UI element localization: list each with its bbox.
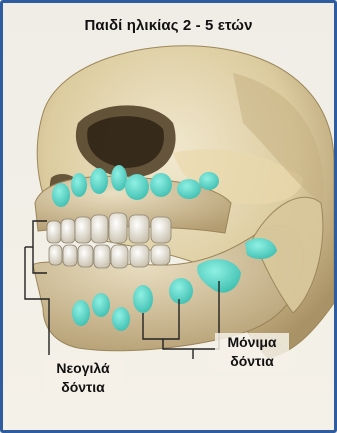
primary-teeth-label: Νεογιλά δόντια	[43, 359, 123, 397]
permanent-teeth-label: Μόνιμα δόντια	[215, 333, 289, 371]
